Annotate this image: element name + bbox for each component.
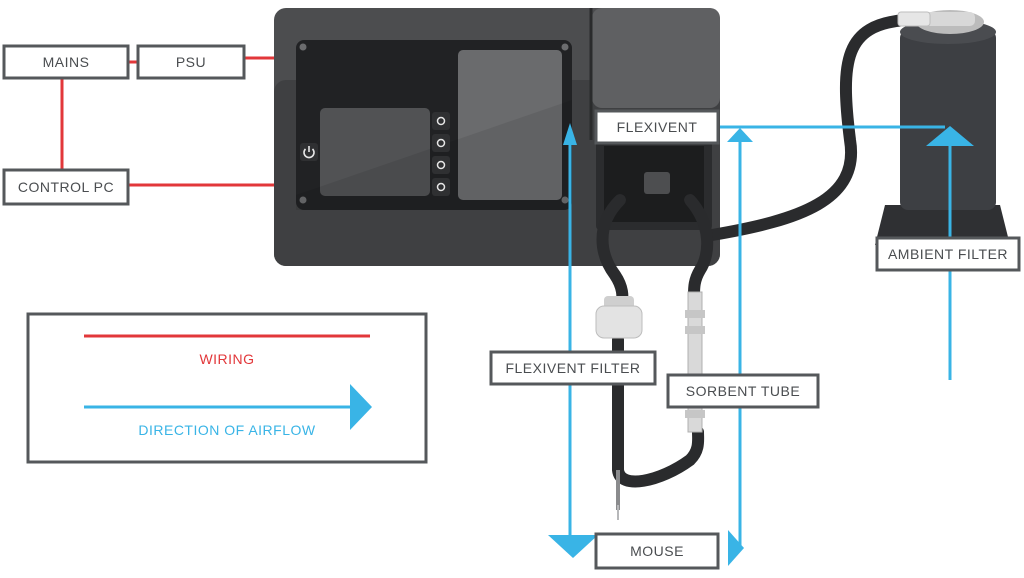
airflow-arrow-mouse-right [728, 530, 744, 566]
legend-airflow-arrow [350, 384, 372, 430]
filter-body [595, 305, 643, 339]
ambient-filter-lid [925, 12, 975, 26]
label-sorbent-tube: SORBENT TUBE [666, 373, 820, 409]
legend-airflow-label: DIRECTION OF AIRFLOW [138, 422, 316, 438]
label-box [489, 350, 657, 386]
device-side-panel [592, 8, 720, 108]
control-button[interactable] [432, 178, 450, 196]
label-flexivent-filter: FLEXIVENT FILTER [489, 350, 657, 386]
control-button[interactable] [432, 112, 450, 130]
button-ring-icon [436, 138, 446, 148]
power-arc [303, 148, 315, 159]
label-ambient-filter: AMBIENT FILTER [875, 236, 1021, 272]
small-screen [320, 108, 430, 196]
label-box [594, 109, 720, 145]
screw [561, 43, 569, 51]
label-mouse-text: MOUSE [630, 543, 684, 559]
large-screen [458, 50, 562, 200]
sorbent-ring [685, 310, 705, 318]
control-button[interactable] [432, 156, 450, 174]
label-control-pc-text: CONTROL PC [18, 179, 114, 195]
tubing [596, 14, 911, 520]
button-ring-icon [436, 160, 446, 170]
screw [561, 196, 569, 204]
sorbent-tube-component [685, 291, 705, 433]
screw [299, 196, 307, 204]
flexivent-filter-component [595, 296, 643, 339]
label-ambient-filter-text: AMBIENT FILTER [888, 246, 1008, 262]
control-buttons [432, 112, 450, 196]
label-box [666, 373, 820, 409]
airflow-arrow-ambient [926, 126, 974, 146]
power-icon[interactable] [300, 143, 318, 161]
port-connector [644, 172, 670, 194]
label-box [594, 532, 720, 570]
airflow-arrow-up-left [563, 123, 577, 145]
label-mouse: MOUSE [594, 532, 720, 570]
label-psu-text: PSU [176, 54, 206, 70]
ambient-filter-connector [897, 11, 931, 27]
tube-right-upper [684, 194, 714, 301]
ambient-filter-base [875, 205, 1010, 245]
label-flexivent-text: FLEXIVENT [617, 119, 698, 135]
legend-wiring-label: WIRING [199, 351, 254, 367]
label-psu: PSU [136, 44, 246, 80]
ambient-filter-component [875, 10, 1010, 245]
tube-ambient [706, 14, 911, 241]
sorbent-ring [685, 326, 705, 334]
label-box [136, 44, 246, 80]
button-ring-icon [436, 116, 446, 126]
button-ring-icon [436, 182, 446, 192]
control-button[interactable] [432, 134, 450, 152]
airflow-arrow-mouse-left [548, 535, 598, 558]
sorbent-ring [685, 410, 705, 418]
label-sorbent-tube-text: SORBENT TUBE [686, 383, 800, 399]
label-box [2, 44, 130, 80]
legend-box [26, 312, 428, 464]
label-flexivent-filter-text: FLEXIVENT FILTER [505, 360, 640, 376]
label-mains: MAINS [2, 44, 130, 80]
screen-glare [296, 100, 572, 210]
screw [299, 43, 307, 51]
wiring-lines [60, 56, 276, 187]
label-box [875, 236, 1021, 272]
label-control-pc: CONTROL PC [2, 168, 130, 206]
label-mains-text: MAINS [43, 54, 90, 70]
label-flexivent: FLEXIVENT [594, 109, 720, 145]
label-box [2, 168, 130, 206]
ambient-filter-body [900, 30, 996, 210]
flexivent-device [274, 8, 720, 266]
legend: WIRING DIRECTION OF AIRFLOW [26, 312, 428, 464]
tube-lower-loop [612, 334, 705, 488]
airflow-arrow-up-right [727, 128, 753, 142]
